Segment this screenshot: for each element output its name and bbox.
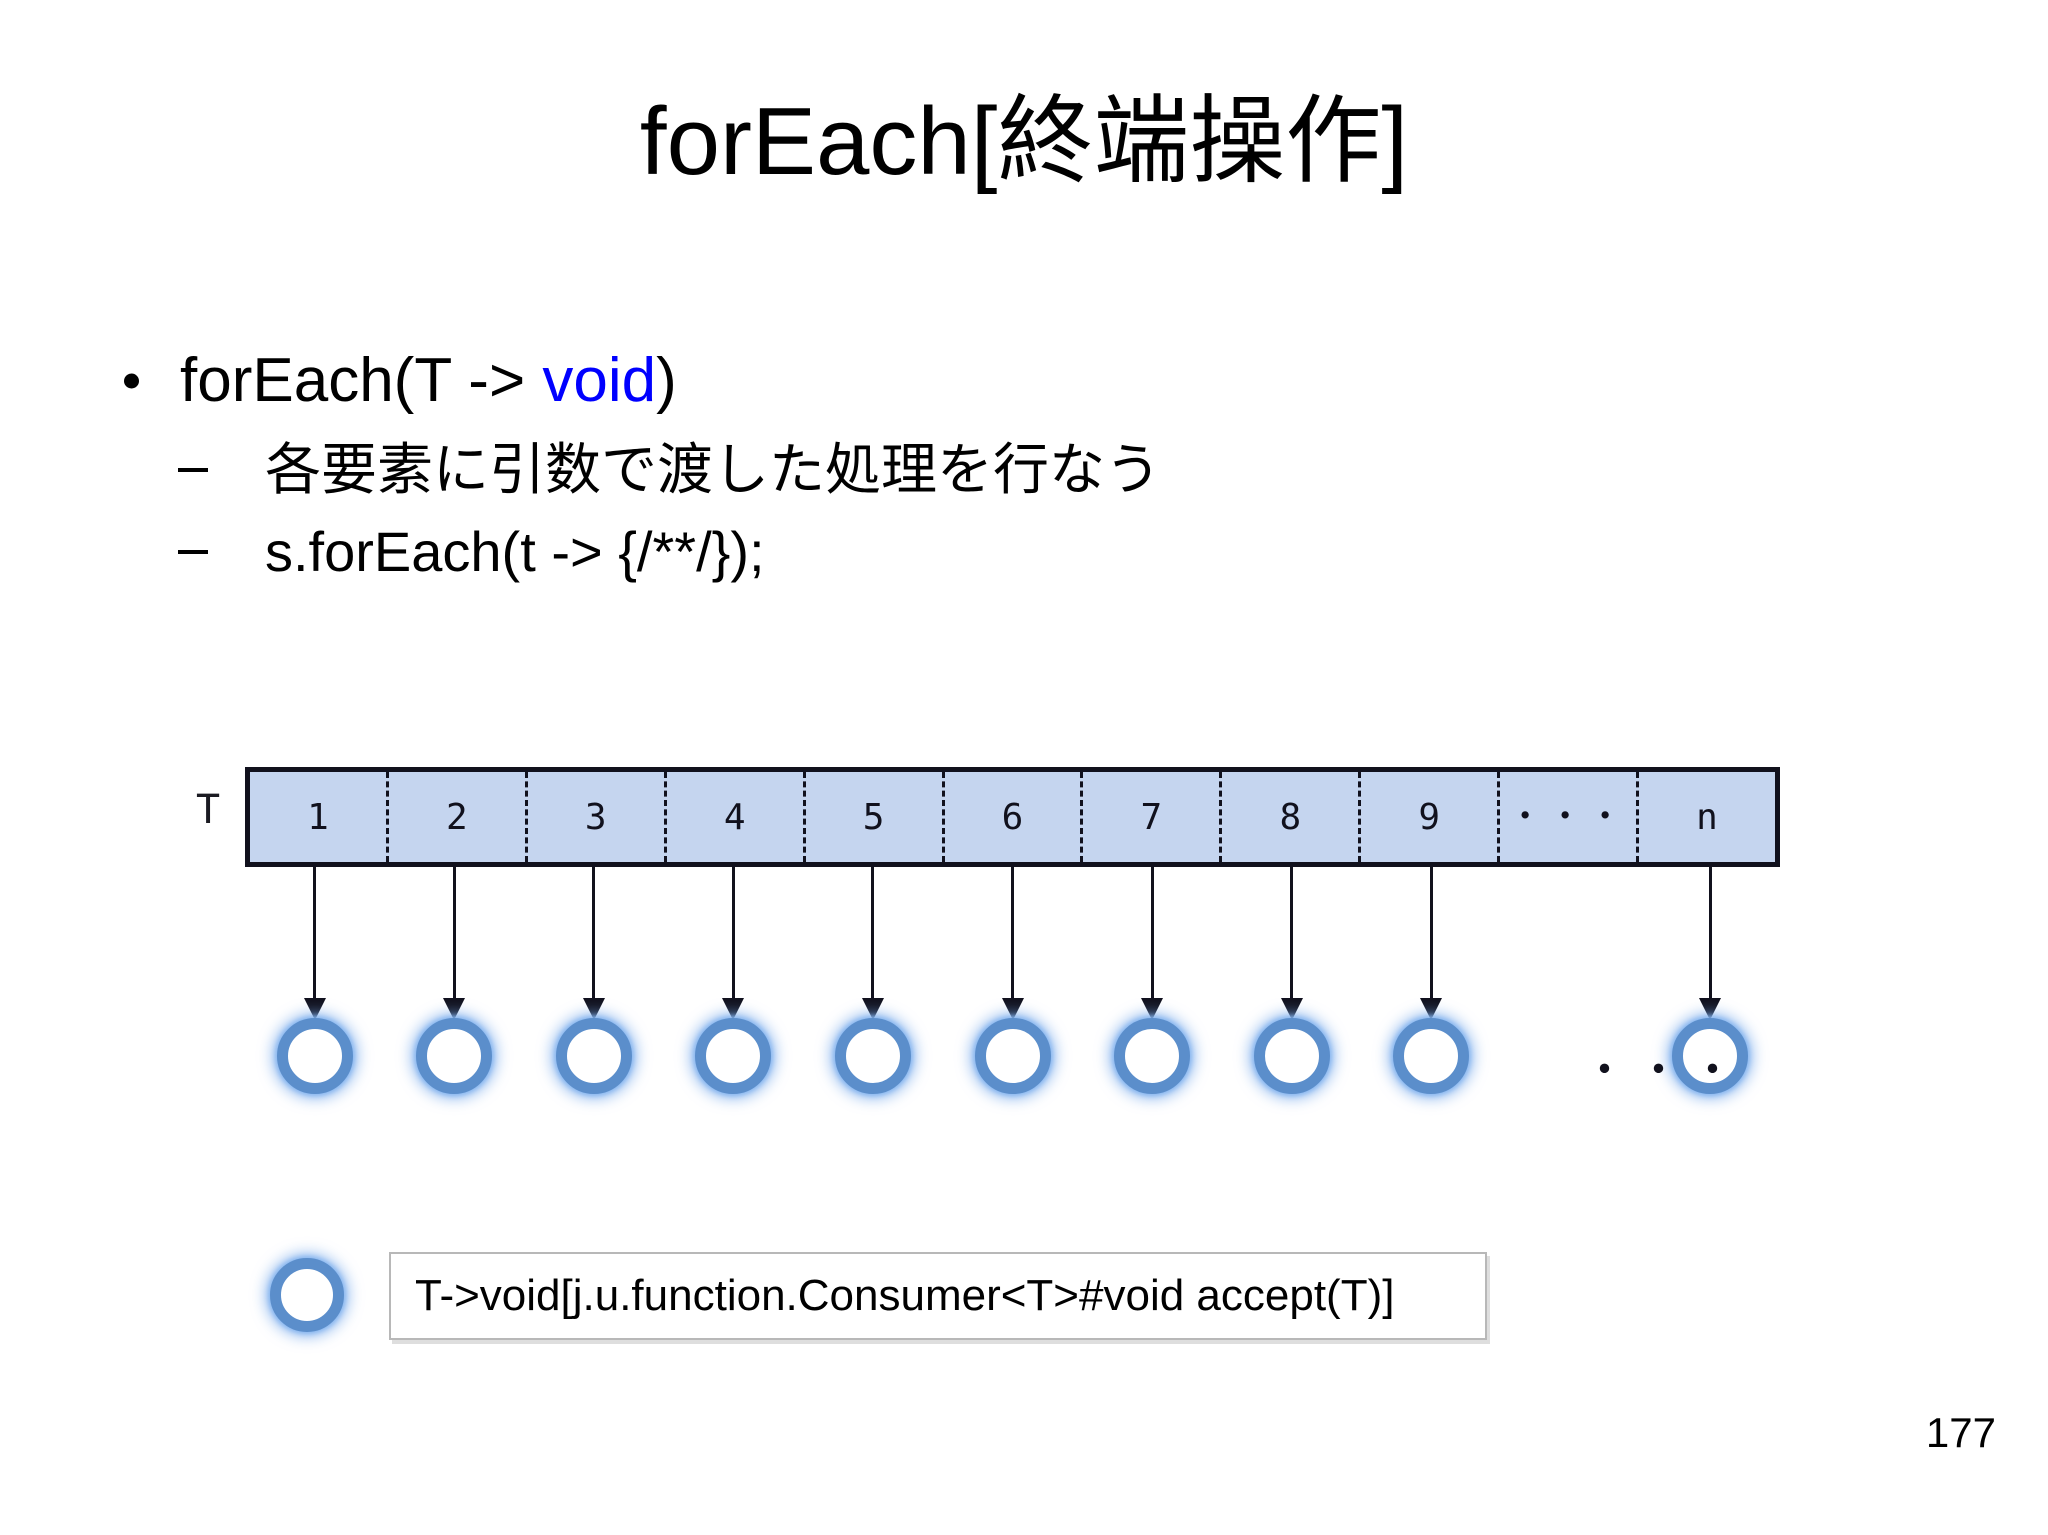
- bullet-level2-description: 各要素に引数で渡した処理を行なう: [110, 442, 1810, 498]
- arrowhead-icon: [1699, 998, 1722, 1020]
- arrowhead-icon: [722, 998, 745, 1020]
- bullet-dash-icon: [178, 550, 208, 554]
- page-number: 177: [1925, 1409, 1996, 1456]
- bullet-level1-prefix: forEach(T ->: [180, 346, 543, 415]
- arrowhead-icon: [582, 998, 605, 1020]
- stream-element-arrow: [731, 867, 735, 1000]
- bullet-level2-text: 各要素に引数で渡した処理を行なう: [265, 438, 1161, 501]
- consumer-ring-icon: [416, 1018, 493, 1094]
- legend-text: T->void[j.u.function.Consumer<T>#void ac…: [415, 1271, 1395, 1320]
- consumer-ring-icon: [695, 1018, 772, 1094]
- stream-element-arrow: [313, 867, 317, 1000]
- array-cell: 2: [385, 772, 525, 862]
- bullet-level2-code: s.forEach(t -> {/**/});: [110, 524, 1810, 580]
- legend-consumer-ring-icon: [270, 1258, 344, 1332]
- consumer-ring-icon: [1393, 1018, 1470, 1094]
- arrowhead-icon: [1001, 998, 1024, 1020]
- bullet-list: forEach(T -> void) 各要素に引数で渡した処理を行なう s.fo…: [110, 350, 1810, 606]
- bullet-level1-suffix: ): [656, 346, 677, 415]
- array-cell: 1: [307, 796, 329, 838]
- stream-element-arrow: [452, 867, 456, 1000]
- arrowhead-icon: [303, 998, 326, 1020]
- consumer-ring-icon: [1114, 1018, 1191, 1094]
- stream-type-label: T: [196, 787, 221, 833]
- consumer-ring-icon: [276, 1018, 353, 1094]
- bullet-level2-code-text: s.forEach(t -> {/**/});: [265, 520, 765, 583]
- arrowhead-icon: [1280, 998, 1303, 1020]
- stream-element-arrow: [1011, 867, 1014, 1000]
- bullet-dot-icon: [124, 373, 139, 389]
- stream-element-arrow: [1429, 867, 1433, 1000]
- array-cell: 8: [1219, 772, 1358, 862]
- bullet-dash-icon: [178, 468, 208, 472]
- array-cell: 5: [802, 772, 942, 862]
- consumer-ring-icon: [1672, 1018, 1749, 1094]
- circles-ellipsis: ・・・: [1582, 1045, 1745, 1096]
- arrowhead-icon: [443, 998, 466, 1020]
- stream-element-arrow: [592, 867, 596, 1000]
- stream-element-arrow: [871, 867, 875, 1000]
- array-cell: 3: [524, 772, 664, 862]
- array-cell: 4: [663, 772, 803, 862]
- stream-element-arrow: [1708, 867, 1712, 1000]
- array-cell: 7: [1080, 772, 1219, 862]
- array-cell: n: [1636, 772, 1775, 862]
- page-title: forEach[終端操作]: [639, 88, 1409, 195]
- consumer-ring-icon: [1253, 1018, 1330, 1094]
- arrowhead-icon: [1420, 998, 1443, 1020]
- consumer-ring-icon: [834, 1018, 911, 1094]
- arrowhead-icon: [1141, 998, 1164, 1020]
- consumer-ring-icon: [555, 1018, 632, 1094]
- arrowhead-icon: [861, 998, 884, 1020]
- array-cell: 9: [1358, 772, 1497, 862]
- array-cell: ・・・: [1497, 772, 1636, 862]
- legend-box: T->void[j.u.function.Consumer<T>#void ac…: [389, 1252, 1487, 1340]
- bullet-level1: forEach(T -> void): [110, 350, 1810, 412]
- bullet-level1-keyword: void: [542, 346, 657, 415]
- array-cell: 6: [941, 772, 1081, 862]
- stream-element-arrow: [1290, 867, 1294, 1000]
- stream-element-arrow: [1150, 867, 1154, 1000]
- consumer-ring-icon: [974, 1018, 1051, 1094]
